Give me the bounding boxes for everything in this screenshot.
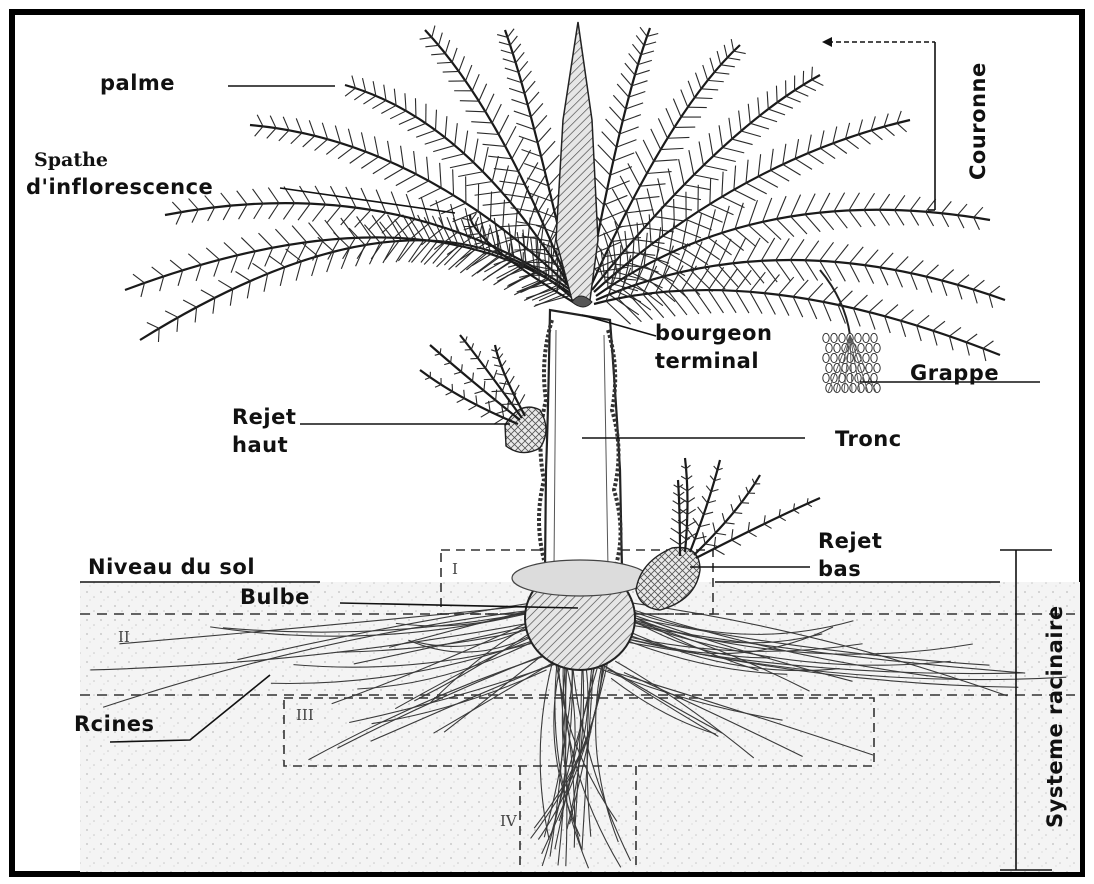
label-rejet-haut-1: Rejet: [232, 405, 296, 429]
offshoot-high-leaves: [420, 335, 525, 424]
label-rejet-haut-2: haut: [232, 433, 288, 457]
zone-label-2: II: [118, 628, 130, 646]
zone-label-4: IV: [500, 812, 518, 830]
label-spathe-1: Spathe: [34, 149, 108, 171]
label-bourgeon-2: terminal: [655, 349, 759, 373]
label-grappe: Grappe: [910, 361, 999, 385]
zone-label-3: III: [296, 706, 314, 724]
label-bulbe: Bulbe: [240, 585, 310, 609]
label-rejet-bas-1: Rejet: [818, 529, 882, 553]
zone-label-1: I: [452, 560, 458, 578]
label-racines: Rcines: [74, 712, 155, 736]
trunk: [545, 310, 622, 570]
offshoot-low-leaves: [670, 458, 820, 558]
label-palme: palme: [100, 71, 175, 95]
label-bourgeon-1: bourgeon: [655, 321, 772, 345]
bulb-base: [512, 560, 648, 596]
label-spathe-2: d'inflorescence: [26, 175, 213, 199]
spear-leaf: [556, 22, 598, 300]
fruit-bunch: [820, 270, 880, 393]
label-couronne: Couronne: [966, 62, 990, 180]
label-rejet-bas-2: bas: [818, 557, 861, 581]
crown-bracket: [822, 37, 935, 210]
label-systeme-racinaire: Systeme racinaire: [1043, 605, 1067, 828]
label-tronc: Tronc: [835, 427, 902, 451]
label-niveau-du-sol: Niveau du sol: [88, 555, 255, 579]
